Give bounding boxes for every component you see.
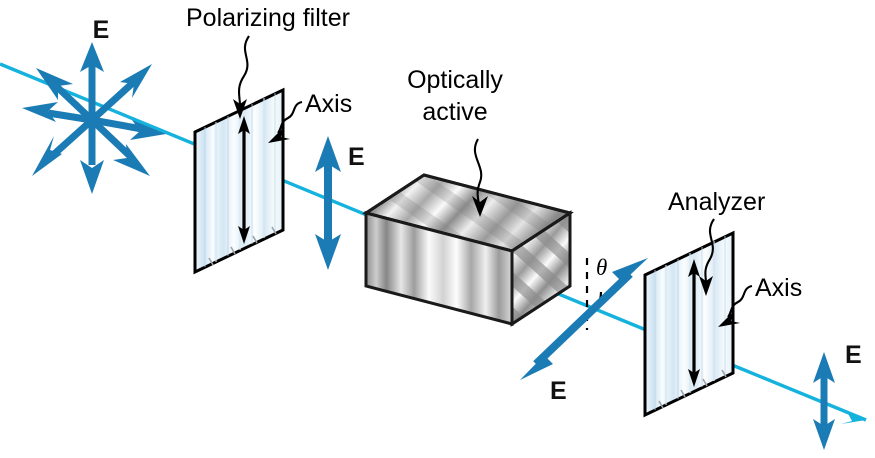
- optically-active-crystal[interactable]: [362, 173, 574, 327]
- axis-leader-first: [268, 100, 303, 143]
- polarizing-filter-panel[interactable]: [193, 87, 285, 275]
- crystal-right-face-stripes: [512, 213, 570, 324]
- e-label-after-filter: E: [348, 143, 365, 171]
- burst-arrow-right: [91, 116, 166, 140]
- polarizing-filter-stripes: [204, 93, 276, 267]
- optically-active-label-line2: active: [422, 98, 487, 126]
- e-label-after-analyzer: E: [845, 341, 862, 369]
- unpolarized-light-burst: [22, 42, 166, 194]
- e-vector-rotated: [520, 258, 648, 380]
- crystal-top-stripes: [366, 175, 570, 251]
- ray-arrowhead: [841, 410, 866, 424]
- theta-symbol-label: θ: [596, 255, 607, 280]
- polarizing-filter-axis-arrow: [238, 116, 250, 244]
- burst-arrow-lower-left: [32, 117, 95, 176]
- analyzer-leader: [699, 218, 715, 296]
- analyzer-axis-arrow: [688, 259, 700, 387]
- analyzer-stripes: [654, 236, 726, 410]
- polarizing-filter-edge-ticks: [208, 226, 277, 266]
- optically-active-leader: [472, 138, 488, 217]
- polarizing-filter-leader: [233, 35, 250, 119]
- analyzer-edge-ticks: [658, 369, 727, 409]
- e-vector-after-filter: [315, 136, 341, 270]
- burst-arrow-upper-right: [89, 64, 152, 123]
- crystal-right-face-outline: [510, 210, 572, 327]
- ray-segment-outgoing: [736, 365, 867, 422]
- burst-arrow-down: [80, 120, 104, 194]
- burst-arrow-lower-right: [89, 117, 150, 176]
- e-label-rotated: E: [550, 377, 567, 405]
- axis-label-second: Axis: [755, 274, 802, 302]
- analyzer-panel[interactable]: [643, 230, 735, 418]
- burst-arrow-left: [22, 102, 93, 124]
- e-label-unpolarized: E: [93, 16, 110, 44]
- optically-active-label-line1: Optically: [407, 66, 503, 94]
- analyzer-label: Analyzer: [668, 188, 765, 216]
- polarizing-filter-label: Polarizing filter: [186, 4, 350, 32]
- burst-arrow-up: [80, 42, 104, 120]
- burst-arrow-upper-left: [36, 68, 95, 123]
- axis-label-first: Axis: [305, 90, 352, 118]
- e-vector-after-analyzer: [813, 352, 835, 450]
- axis-leader-second: [718, 284, 753, 327]
